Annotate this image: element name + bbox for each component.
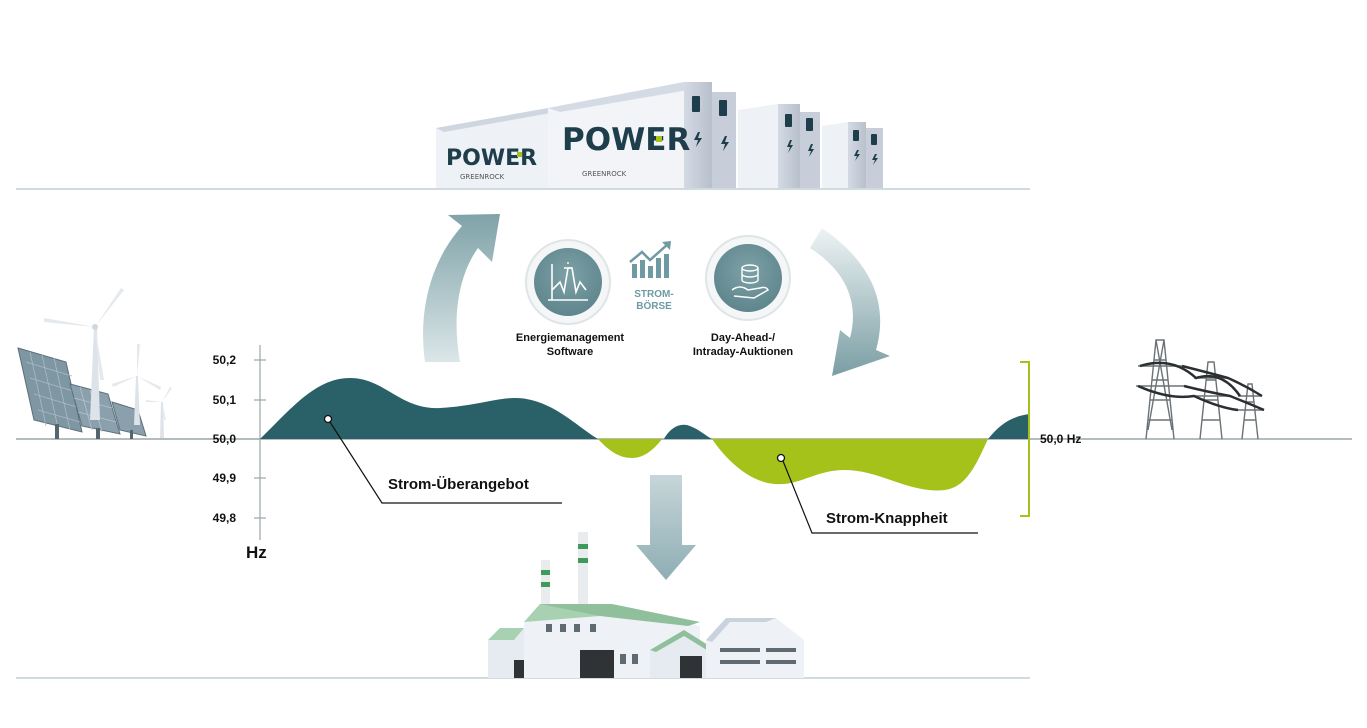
software-label-line2: Software	[547, 346, 593, 358]
surplus-marker	[323, 414, 333, 424]
stock-chart-icon	[629, 241, 671, 278]
hand-coins-icon	[731, 286, 769, 299]
lightning-icon	[694, 132, 702, 147]
auctions-label-line1: Day-Ahead-/	[711, 332, 775, 344]
lightning-icon	[854, 150, 860, 161]
shortage-label: Strom-Knappheit	[826, 510, 948, 527]
software-icon-circle	[525, 239, 611, 325]
shortage-area	[598, 439, 662, 458]
factory-illustration	[488, 532, 804, 678]
surplus-label: Strom-Überangebot	[388, 476, 529, 493]
battery-icon	[853, 130, 859, 141]
exchange-label-line2: BÖRSE	[636, 299, 672, 312]
shortage-area	[712, 439, 988, 491]
arrow-down-to-industry	[636, 475, 696, 580]
software-label-line1: Energiemanagement	[516, 332, 625, 344]
tick-label: 50,0	[213, 432, 237, 446]
power-pylons-illustration	[1136, 339, 1265, 440]
lightning-icon	[808, 144, 814, 157]
battery-icon	[871, 134, 877, 145]
battery-icon	[692, 96, 700, 112]
battery-sublogo-large: GREENROCK	[582, 170, 627, 178]
surplus-area	[988, 414, 1030, 439]
exchange-label-line1: STROM-	[634, 289, 673, 300]
battery-storage-illustration: POWER GREENROCK POWER GREENROCK	[436, 82, 883, 188]
battery-logo-large: POWER	[562, 122, 690, 158]
battery-logo-small: POWER	[446, 146, 537, 171]
battery-icon	[719, 100, 727, 116]
lightning-icon	[787, 140, 793, 153]
shortage-leader-line	[782, 460, 978, 534]
range-bracket	[1020, 361, 1030, 517]
arrow-down-from-storage	[810, 228, 890, 376]
surplus-leader-line	[329, 421, 562, 504]
battery-sublogo-small: GREENROCK	[460, 173, 505, 181]
tick-label: 49,9	[213, 471, 237, 485]
solar-wind-illustration	[17, 288, 172, 439]
auctions-icon-circle	[705, 235, 791, 321]
reference-frequency-label: 50,0 Hz	[1040, 432, 1081, 446]
lightning-icon	[872, 154, 878, 165]
battery-icon	[785, 114, 792, 127]
surplus-area	[260, 378, 598, 439]
arrow-up-to-storage	[423, 214, 500, 362]
tick-label: 50,2	[213, 353, 237, 367]
tick-label: 50,1	[213, 393, 237, 407]
battery-icon	[806, 118, 813, 131]
shortage-marker	[776, 453, 786, 463]
surplus-area	[664, 424, 712, 439]
frequency-axis: 50,2 50,1 50,0 49,9 49,8 Hz	[213, 345, 267, 562]
tick-label: 49,8	[213, 511, 237, 525]
lightning-icon	[721, 136, 729, 151]
axis-unit: Hz	[246, 543, 267, 562]
auctions-label-line2: Intraday-Auktionen	[693, 346, 794, 358]
